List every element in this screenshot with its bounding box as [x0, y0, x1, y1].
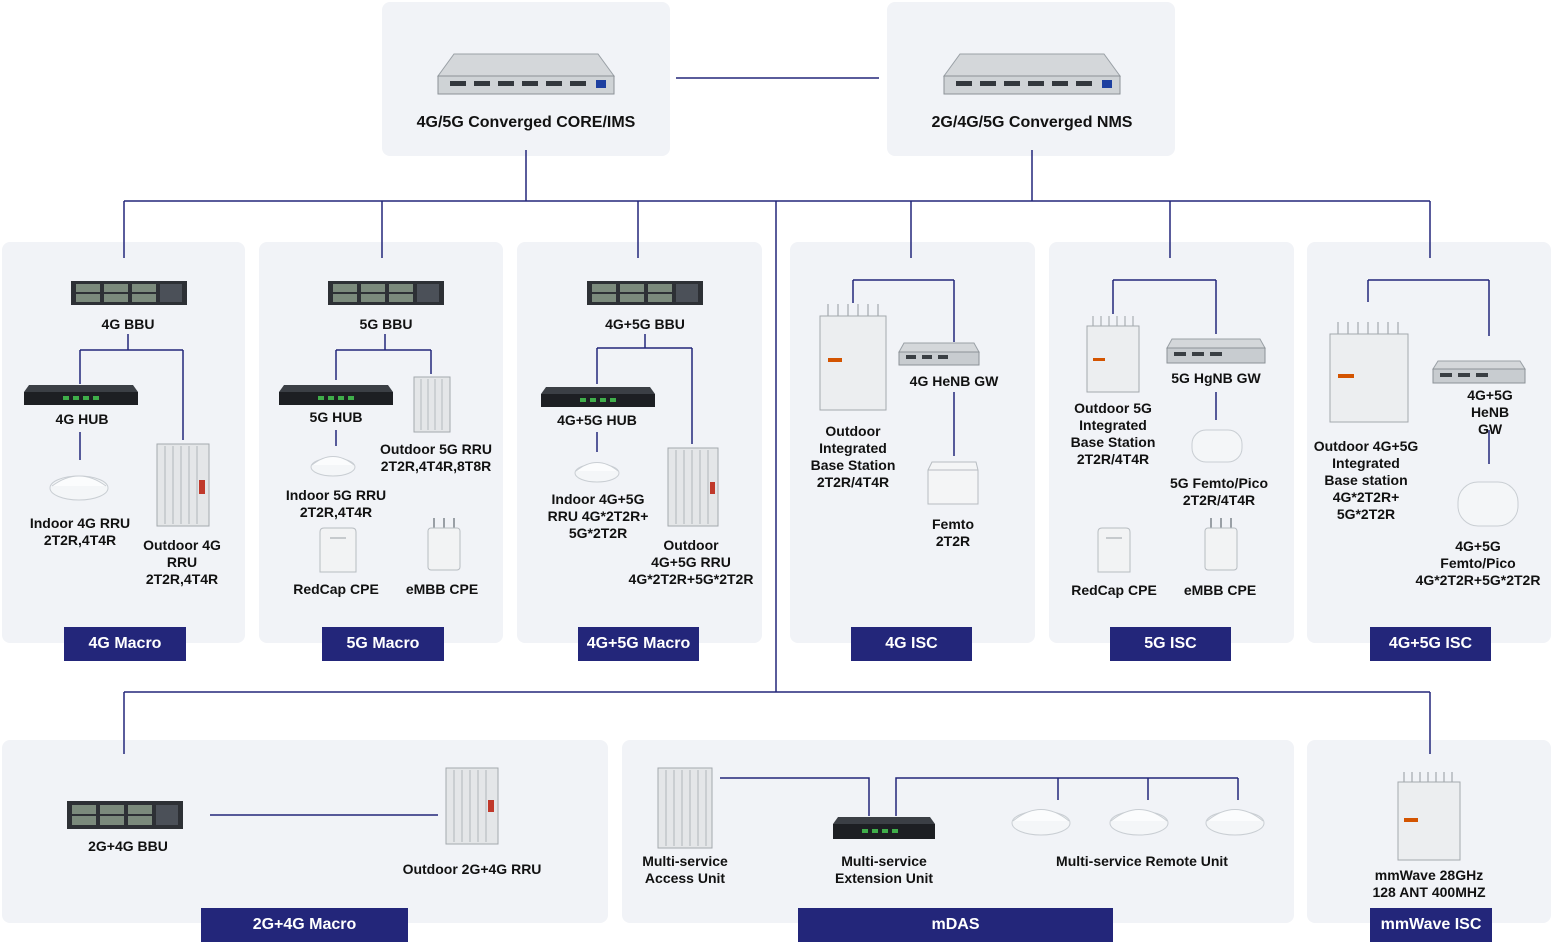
mdas-access-unit-label: Multi-service Access Unit [642, 853, 728, 886]
mdas-extension-unit-label: Multi-service Extension Unit [834, 853, 934, 886]
badge-4g-macro: 4G Macro [64, 627, 186, 661]
5g-isc-base-station [1085, 314, 1141, 394]
4g-hub-label: 4G HUB [55, 411, 109, 427]
4g5g-hub-chassis [540, 386, 656, 408]
5g-bbu-label: 5G BBU [359, 316, 413, 332]
4g-bbu-label: 4G BBU [101, 316, 155, 332]
panel-mdas [622, 740, 1294, 923]
panel-5g-macro [259, 242, 503, 643]
5g-isc-redcap-cpe-device [1096, 524, 1132, 576]
4g-femto-label: Femto 2T2R [932, 516, 974, 549]
5g-embb-cpe-device [424, 516, 464, 572]
mmwave-unit-label: mmWave 28GHz 128 ANT 400MHZ [1372, 867, 1486, 900]
badge-5g-macro: 5G Macro [322, 627, 444, 661]
2g4g-bbu-chassis [66, 800, 184, 830]
4g5g-henb-gw-label: 4G+5G HeNB GW [1467, 387, 1513, 437]
4g5g-femto-pico-label: 4G+5G Femto/Pico 4G*2T2R+5G*2T2R [1415, 538, 1541, 588]
4g-henb-gw-server [898, 342, 980, 366]
5g-embb-cpe-label: eMBB CPE [405, 581, 479, 597]
badge-4g5g-macro: 4G+5G Macro [578, 627, 699, 661]
badge-4g-isc: 4G ISC [851, 627, 972, 661]
5g-hgnb-gw-label: 5G HgNB GW [1171, 370, 1261, 386]
mdas-extension-unit [832, 816, 936, 840]
panel-5g-isc [1049, 242, 1294, 643]
outdoor-5g-rru-label: Outdoor 5G RRU 2T2R,4T4R,8T8R [380, 441, 492, 474]
5g-femto-pico-device [1190, 426, 1244, 466]
4g-hub-chassis [23, 384, 139, 406]
core-label: 4G/5G Converged CORE/IMS [416, 114, 636, 131]
badge-5g-isc: 5G ISC [1110, 627, 1231, 661]
outdoor-4g5g-rru-label: Outdoor 4G+5G RRU 4G*2T2R+5G*2T2R [628, 537, 754, 587]
mdas-remote-unit-2 [1108, 800, 1170, 838]
2g4g-bbu-label: 2G+4G BBU [88, 838, 168, 854]
4g5g-hub-label: 4G+5G HUB [557, 412, 637, 428]
panel-2g4g-macro [2, 740, 608, 923]
5g-hub-label: 5G HUB [309, 409, 363, 425]
badge-mmwave-isc: mmWave ISC [1370, 908, 1492, 942]
4g5g-femto-pico-device [1456, 478, 1520, 530]
4g-bbu-chassis [70, 280, 188, 306]
4g-isc-base-station [818, 302, 888, 412]
outdoor-4g5g-rru-unit [666, 444, 720, 528]
panel-4g-macro [2, 242, 245, 643]
indoor-5g-rru-label: Indoor 5G RRU 2T2R,4T4R [285, 487, 387, 520]
4g-femto-device [926, 460, 980, 506]
4g5g-isc-base-station [1328, 320, 1410, 424]
mdas-remote-unit-1 [1010, 800, 1072, 838]
5g-isc-redcap-cpe-label: RedCap CPE [1071, 582, 1157, 598]
indoor-4g5g-rru-label: Indoor 4G+5G RRU 4G*2T2R+ 5G*2T2R [547, 491, 649, 541]
mmwave-unit [1396, 770, 1462, 862]
5g-isc-base-label: Outdoor 5G Integrated Base Station 2T2R/… [1070, 400, 1156, 467]
indoor-5g-rru-dome [309, 450, 357, 478]
5g-isc-embb-cpe-label: eMBB CPE [1183, 582, 1257, 598]
core-server [436, 52, 616, 96]
5g-redcap-cpe-label: RedCap CPE [293, 581, 379, 597]
indoor-4g5g-rru-dome [573, 456, 621, 484]
4g-henb-gw-label: 4G HeNB GW [909, 373, 999, 389]
badge-4g5g-isc: 4G+5G ISC [1370, 627, 1491, 661]
5g-bbu-chassis [327, 280, 445, 306]
mdas-access-unit [656, 764, 714, 850]
panel-4g5g-macro [517, 242, 762, 643]
outdoor-4g-rru-label: Outdoor 4G RRU 2T2R,4T4R [143, 537, 221, 587]
indoor-4g-rru-dome [48, 468, 110, 502]
badge-2g4g-macro: 2G+4G Macro [201, 908, 408, 942]
panel-4g-isc [790, 242, 1035, 643]
4g5g-isc-base-label: Outdoor 4G+5G Integrated Base station 4G… [1313, 438, 1419, 522]
outdoor-5g-rru-unit [412, 374, 452, 434]
5g-isc-embb-cpe-device [1201, 516, 1241, 572]
mdas-remote-unit-label: Multi-service Remote Unit [1056, 853, 1228, 869]
4g-isc-base-label: Outdoor Integrated Base Station 2T2R/4T4… [810, 423, 896, 490]
nms-server [942, 52, 1122, 96]
4g5g-bbu-chassis [586, 280, 704, 306]
outdoor-2g4g-rru-label: Outdoor 2G+4G RRU [402, 861, 542, 877]
4g5g-bbu-label: 4G+5G BBU [605, 316, 685, 332]
5g-hgnb-gw-server [1166, 338, 1266, 364]
mdas-remote-unit-3 [1204, 800, 1266, 838]
panel-4g5g-isc [1307, 242, 1551, 643]
outdoor-4g-rru-unit [155, 440, 211, 528]
4g5g-henb-gw-server [1432, 360, 1526, 384]
5g-femto-pico-label: 5G Femto/Pico 2T2R/4T4R [1169, 475, 1269, 508]
outdoor-2g4g-rru-unit [444, 764, 500, 846]
indoor-4g-rru-label: Indoor 4G RRU 2T2R,4T4R [29, 515, 131, 548]
5g-hub-chassis [278, 384, 394, 406]
5g-redcap-cpe-device [318, 524, 358, 576]
badge-mdas: mDAS [798, 908, 1113, 942]
nms-label: 2G/4G/5G Converged NMS [931, 114, 1133, 131]
